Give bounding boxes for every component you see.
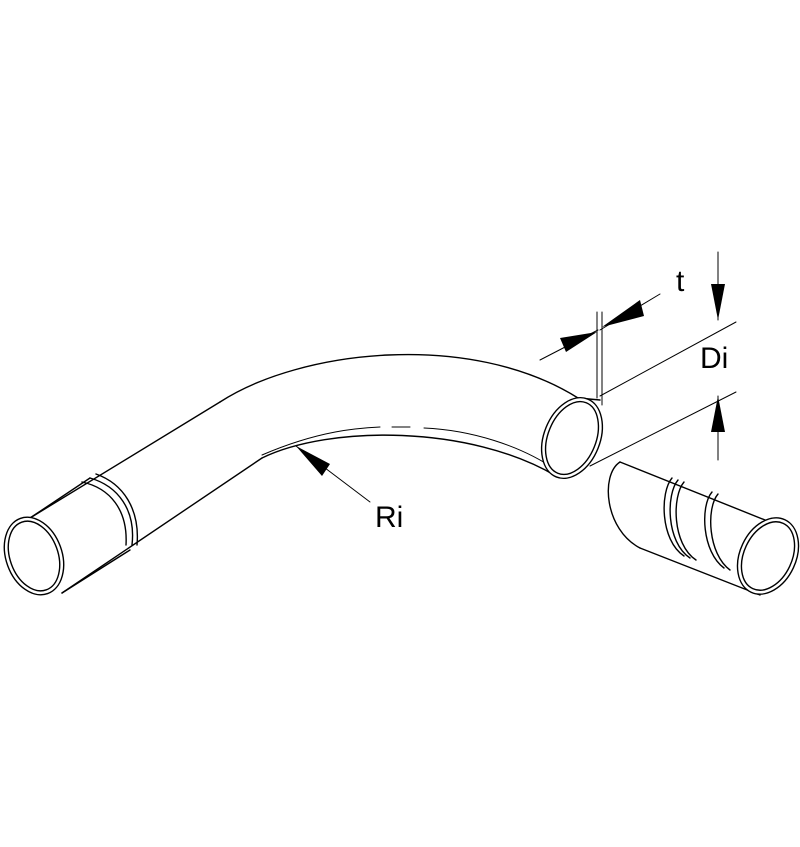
diameter-arrow-top [711, 284, 725, 320]
coupling-sleeve [607, 461, 800, 596]
thickness-arrow-right [602, 300, 644, 327]
radius-label: Ri [375, 501, 403, 534]
diameter-dimension: Di [589, 251, 737, 467]
radius-arrow [296, 446, 330, 476]
bend-curve [219, 353, 579, 477]
inner-radius-line [261, 426, 381, 456]
left-socket [3, 473, 139, 596]
diameter-label: Di [700, 342, 728, 375]
thickness-label: t [676, 265, 685, 298]
thickness-arrow-left [560, 332, 597, 352]
thickness-dimension: t [539, 265, 685, 406]
radius-dimension: Ri [295, 445, 403, 534]
right-tube-end [540, 396, 604, 480]
diameter-arrow-bottom [711, 396, 725, 432]
bend-left-leg [29, 401, 263, 594]
